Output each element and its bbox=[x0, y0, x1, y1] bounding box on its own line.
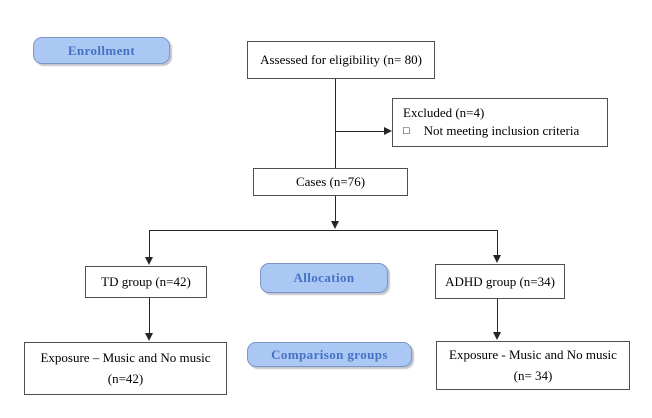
node-td-group: TD group (n=42) bbox=[85, 266, 207, 298]
arrowhead-down-exposure-adhd bbox=[493, 332, 501, 340]
excluded-title: Excluded (n=4) bbox=[403, 105, 485, 120]
arrowhead-down-branch bbox=[331, 221, 339, 229]
connector-adhd-to-exposure bbox=[497, 299, 498, 333]
node-adhd-group: ADHD group (n=34) bbox=[435, 264, 565, 299]
stage-label-comparison-groups: Comparison groups bbox=[247, 342, 412, 367]
connector-branch-to-td bbox=[149, 231, 150, 258]
branch-line bbox=[149, 230, 498, 231]
excluded-bullet-row: □ Not meeting inclusion criteria bbox=[403, 122, 579, 140]
arrowhead-down-adhd bbox=[493, 255, 501, 263]
node-exposure-adhd: Exposure - Music and No music (n= 34) bbox=[436, 341, 630, 390]
exposure-adhd-line1: Exposure - Music and No music bbox=[449, 347, 617, 363]
connector-to-excluded bbox=[335, 131, 385, 132]
node-cases: Cases (n=76) bbox=[253, 168, 408, 196]
connector-assessed-to-cases bbox=[335, 79, 336, 168]
exposure-td-line1: Exposure – Music and No music bbox=[40, 350, 211, 366]
arrowhead-right-excluded bbox=[384, 127, 392, 135]
stage-label-allocation: Allocation bbox=[260, 263, 388, 293]
connector-cases-to-branch bbox=[335, 196, 336, 222]
stage-label-enrollment: Enrollment bbox=[33, 37, 170, 64]
node-exposure-td: Exposure – Music and No music (n=42) bbox=[24, 342, 227, 395]
empty-square-bullet-icon: □ bbox=[403, 124, 410, 137]
node-excluded: Excluded (n=4) □ Not meeting inclusion c… bbox=[392, 98, 608, 147]
arrowhead-down-td bbox=[145, 257, 153, 265]
connector-branch-to-adhd bbox=[497, 231, 498, 256]
excluded-bullet-text: Not meeting inclusion criteria bbox=[423, 122, 580, 138]
arrowhead-down-exposure-td bbox=[145, 333, 153, 341]
node-assessed-for-eligibility: Assessed for eligibility (n= 80) bbox=[247, 41, 435, 79]
exposure-adhd-line2: (n= 34) bbox=[513, 367, 553, 383]
connector-td-to-exposure bbox=[149, 298, 150, 334]
exposure-td-line2: (n=42) bbox=[107, 370, 144, 386]
